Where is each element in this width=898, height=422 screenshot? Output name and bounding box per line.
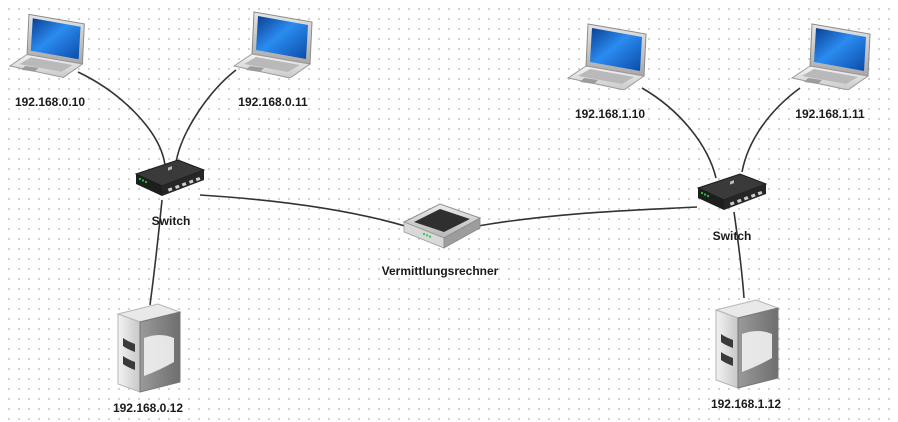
link-router-switch-right (477, 206, 698, 227)
switch-icon (697, 173, 767, 211)
link-switch-left-router (199, 194, 406, 227)
laptop-icon (9, 13, 85, 78)
server-right-label: 192.168.1.12 (710, 397, 782, 411)
laptop-3-label: 192.168.1.10 (574, 107, 646, 121)
link-switch-left-server-left (149, 199, 163, 306)
server-left-label: 192.168.0.12 (112, 401, 184, 415)
laptop-2-label: 192.168.0.11 (238, 95, 308, 109)
laptop-4-label: 192.168.1.11 (795, 107, 865, 121)
server-icon (715, 299, 779, 389)
link-laptop4-switch-right (741, 87, 801, 173)
link-laptop1-switch-left (77, 71, 166, 166)
switch-right-label: Switch (712, 229, 752, 243)
switch-icon (135, 159, 205, 197)
server-icon (117, 303, 181, 393)
laptop-icon (233, 11, 313, 78)
link-laptop3-switch-right (641, 87, 717, 179)
link-laptop2-switch-left (175, 69, 237, 163)
router-icon (403, 203, 481, 249)
laptop-icon (567, 23, 647, 90)
switch-left-label: Switch (151, 214, 191, 228)
network-links (77, 69, 801, 306)
laptop-icon (791, 23, 871, 90)
link-switch-right-server-right (733, 211, 745, 299)
laptop-1-label: 192.168.0.10 (14, 95, 86, 109)
router-label: Vermittlungsrechner (381, 264, 499, 278)
